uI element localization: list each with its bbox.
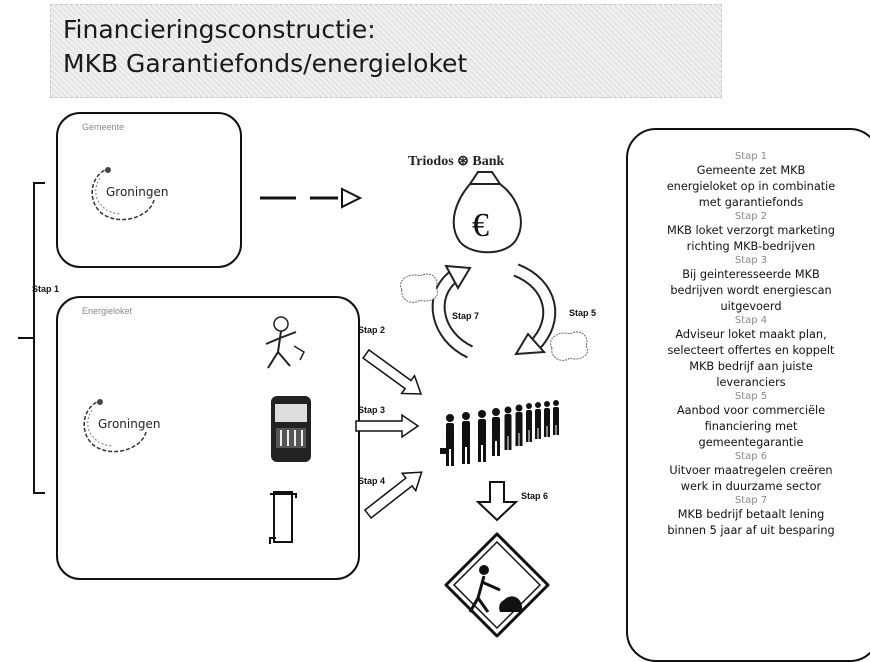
cycle-arrows xyxy=(431,263,557,359)
dashed-arrow-to-bank xyxy=(260,187,363,209)
step-1-text-line: energieloket op in combinatie xyxy=(666,180,836,193)
step-4-text-line: leveranciers xyxy=(716,376,786,389)
arrow-stap-3 xyxy=(355,413,420,439)
step-6-text-line: Uitvoer maatregelen creëren xyxy=(669,464,833,477)
steps-list: Stap 1 Gemeente zet MKB energieloket op in… xyxy=(628,151,870,539)
title-line-2: MKB Garantiefonds/energieloket xyxy=(63,49,468,78)
energieloket-panel-label: Energieloket xyxy=(82,306,133,316)
municipality-panel: Gemeente Groningen xyxy=(56,112,242,268)
step-4-heading: Stap 4 xyxy=(734,315,768,326)
step-7-heading: Stap 7 xyxy=(734,495,768,506)
step-5-text-line: financiering met xyxy=(704,420,798,433)
energieloket-panel: Energieloket Groningen xyxy=(56,296,360,580)
step-2-heading: Stap 2 xyxy=(734,211,768,222)
groningen-logo-loket-swirl-icon xyxy=(83,399,147,453)
step-5-heading: Stap 5 xyxy=(734,391,768,402)
groningen-logo-loket-text: Groningen xyxy=(98,417,161,431)
roadwork-sign-icon xyxy=(444,532,550,638)
step-4-text-line: selecteert offertes en koppelt xyxy=(667,344,835,357)
step-1-heading: Stap 1 xyxy=(734,151,768,162)
cash-blob-right-icon xyxy=(550,331,588,361)
money-bag-icon: € xyxy=(452,171,522,254)
svg-text:€: € xyxy=(472,207,489,244)
step-3-heading: Stap 3 xyxy=(734,255,768,266)
groningen-logo-loket: Groningen xyxy=(72,390,182,460)
groningen-logo-swirl-icon xyxy=(91,167,155,221)
title-line-1: Financieringsconstructie: xyxy=(63,15,376,44)
step-5-text-line: Aanbod voor commerciële xyxy=(676,404,826,417)
label-stap-2: Stap 2 xyxy=(358,325,386,335)
step-1-text-line: met garantiefonds xyxy=(698,196,804,209)
step-4-text-line: MKB bedrijf aan juiste xyxy=(689,360,813,373)
step-3-text-line: bedrijven wordt energiescan xyxy=(670,284,832,297)
step-1-text-line: Gemeente zet MKB xyxy=(696,164,806,177)
businesspeople-queue-icon xyxy=(440,400,559,466)
title-box: Financieringsconstructie: MKB Garantiefo… xyxy=(50,4,722,98)
step-5-text-line: gemeentegarantie xyxy=(698,436,804,449)
step-7-text-line: MKB bedrijf betaalt lening xyxy=(677,508,825,521)
label-stap-3: Stap 3 xyxy=(358,405,386,415)
step-2-text-line: richting MKB-bedrijven xyxy=(686,240,816,253)
plan-document-icon xyxy=(269,491,297,544)
label-stap-1: Stap 1 xyxy=(32,284,60,294)
step-4-text-line: Adviseur loket maakt plan, xyxy=(675,328,827,341)
diagram-graphics: € xyxy=(18,171,588,638)
arrow-stap-4 xyxy=(363,471,423,519)
step-7-text-line: binnen 5 jaar af uit besparing xyxy=(667,524,835,537)
arrow-stap-6 xyxy=(475,481,519,522)
step-3-text-line: uitgevoerd xyxy=(720,300,782,313)
step-6-text-line: werk in duurzame sector xyxy=(680,480,822,493)
groningen-logo-text: Groningen xyxy=(106,185,169,199)
triodos-bank-logo: Triodos ⊛ Bank xyxy=(408,154,505,169)
stap1-bracket xyxy=(33,182,45,494)
cash-blob-left-icon xyxy=(400,273,438,303)
steps-panel xyxy=(626,128,870,662)
municipality-panel-label: Gemeente xyxy=(82,122,125,132)
arrow-stap-2 xyxy=(362,348,423,395)
label-stap-6: Stap 6 xyxy=(521,491,549,501)
step-3-text-line: Bij geinteresseerde MKB xyxy=(682,268,820,281)
step-2-text-line: MKB loket verzorgt marketing xyxy=(667,224,835,237)
energy-meter-icon xyxy=(271,396,311,462)
label-stap-5: Stap 5 xyxy=(569,308,597,318)
advisor-figure-icon xyxy=(265,316,305,369)
step-6-heading: Stap 6 xyxy=(734,451,768,462)
label-stap-4: Stap 4 xyxy=(358,476,386,486)
groningen-logo: Groningen xyxy=(80,158,190,228)
label-stap-7: Stap 7 xyxy=(452,311,480,321)
